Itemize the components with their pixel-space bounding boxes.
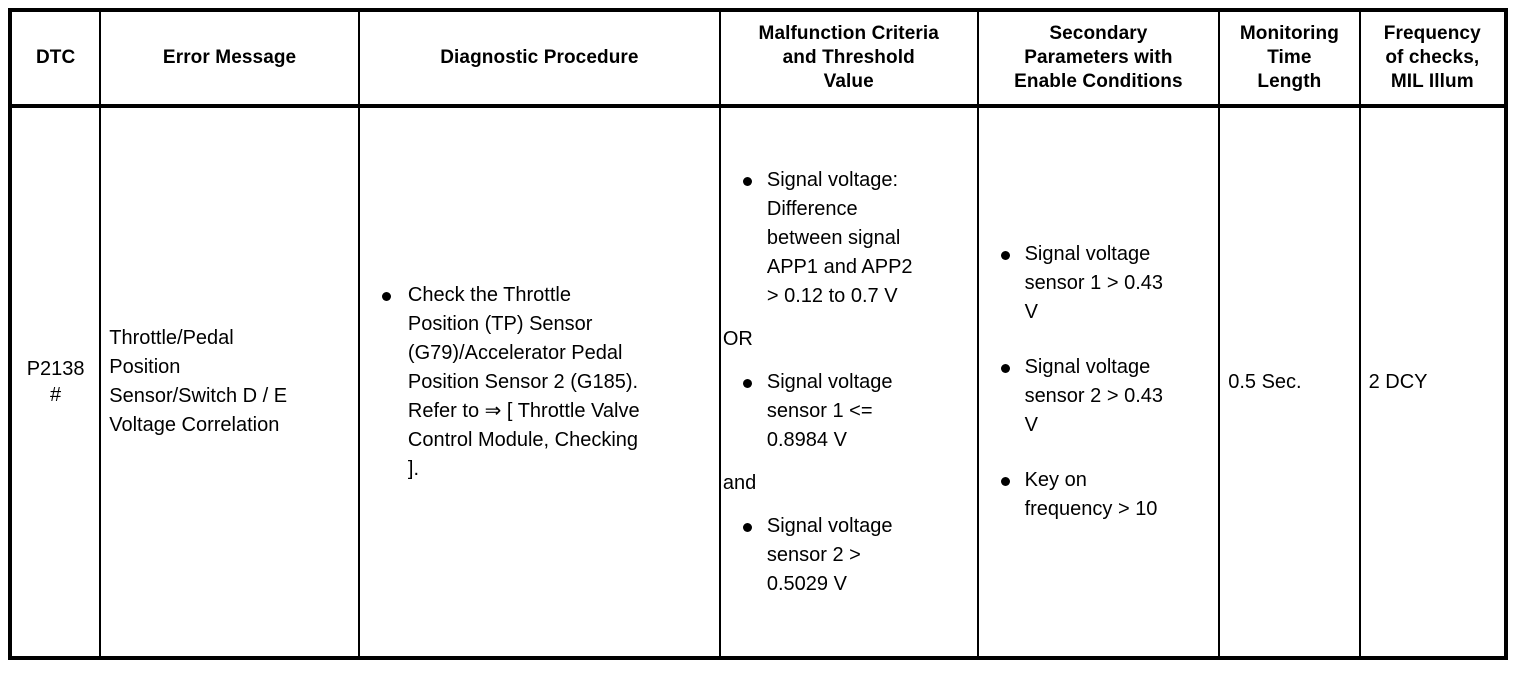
monitoring-time-value: 0.5 Sec. (1228, 370, 1302, 393)
criteria-line: Signal voltage (766, 370, 893, 393)
malfunction-bullet-list-1: Signal voltage: Difference between signa… (721, 166, 977, 311)
cell-malfunction-criteria: Signal voltage: Difference between signa… (718, 106, 979, 658)
header-label-frequency-line3: MIL Illum (1390, 70, 1474, 92)
header-label-secondary-parameters-line1: Secondary (1049, 23, 1148, 45)
error-message-line: Voltage Correlation (109, 414, 280, 436)
cell-dtc: P2138 # (10, 106, 102, 658)
header-label-malfunction-criteria-line3: Value (823, 70, 874, 92)
error-message-line: Position (109, 356, 181, 378)
error-message-line: Throttle/Pedal (109, 327, 234, 349)
table-header: DTC Error Message Diagnostic Procedure M… (10, 10, 1506, 108)
list-item: Signal voltage sensor 1 > 0.43 V (979, 240, 1219, 327)
header-label-error-message: Error Message (162, 47, 297, 69)
list-item: Signal voltage sensor 2 > 0.5029 V (721, 512, 977, 599)
criteria-line: between signal (766, 226, 901, 249)
header-label-malfunction-criteria-line1: Malfunction Criteria (758, 23, 939, 45)
header-label-monitoring-time-line2: Time (1267, 47, 1312, 69)
criteria-line: Signal voltage (766, 514, 893, 537)
column-header-malfunction-criteria: Malfunction Criteria and Threshold Value (718, 10, 979, 108)
parameter-line: frequency > 10 (1024, 498, 1158, 520)
header-label-monitoring-time-line3: Length (1257, 70, 1322, 92)
column-header-frequency-of-checks: Frequency of checks, MIL Illum (1358, 10, 1506, 108)
criteria-line: 0.5029 V (766, 572, 847, 595)
column-header-monitoring-time-length: Monitoring Time Length (1218, 10, 1361, 108)
diagnostic-procedure-bullet-list: Check the Throttle Position (TP) Sensor … (360, 281, 719, 484)
cell-secondary-parameters: Signal voltage sensor 1 > 0.43 V Signal … (976, 106, 1221, 658)
criteria-line: Difference (766, 197, 858, 220)
criteria-line: > 0.12 to 0.7 V (766, 284, 898, 307)
header-label-secondary-parameters-line2: Parameters with (1024, 47, 1173, 69)
table-row: P2138 # Throttle/Pedal Position Sensor/S… (10, 106, 1506, 658)
table-body: P2138 # Throttle/Pedal Position Sensor/S… (10, 106, 1506, 658)
dtc-mark: # (50, 384, 62, 406)
dtc-value-block: P2138 # (12, 356, 99, 408)
list-item: Check the Throttle Position (TP) Sensor … (360, 281, 719, 484)
secondary-parameters-bullet-list: Signal voltage sensor 1 > 0.43 V Signal … (979, 240, 1219, 524)
frequency-of-checks-value: 2 DCY (1368, 370, 1428, 393)
header-label-malfunction-criteria-line2: and Threshold (782, 47, 915, 69)
cell-monitoring-time-length: 0.5 Sec. (1218, 106, 1361, 658)
list-item: Signal voltage: Difference between signa… (721, 166, 977, 311)
header-label-dtc: DTC (35, 47, 76, 69)
dtc-code: P2138 (26, 358, 85, 380)
diagnostic-procedure-block: Check the Throttle Position (TP) Sensor … (360, 281, 719, 484)
procedure-line: Control Module, Checking (407, 428, 639, 451)
column-header-dtc: DTC (10, 10, 102, 108)
parameter-line: V (1024, 301, 1038, 323)
parameter-line: Signal voltage (1024, 356, 1151, 378)
parameter-line: sensor 2 > 0.43 (1024, 385, 1163, 407)
criteria-line: sensor 2 > (766, 543, 861, 566)
header-label-frequency-line2: of checks, (1385, 47, 1480, 69)
malfunction-criteria-block: Signal voltage: Difference between signa… (721, 166, 977, 599)
criteria-line: APP1 and APP2 (766, 255, 913, 278)
procedure-line: ]. (407, 457, 420, 480)
list-item: Signal voltage sensor 2 > 0.43 V (979, 353, 1219, 440)
error-message-line: Sensor/Switch D / E (109, 385, 288, 407)
cell-diagnostic-procedure: Check the Throttle Position (TP) Sensor … (357, 106, 721, 658)
criteria-connector-or: OR (722, 327, 753, 350)
criteria-line: sensor 1 <= (766, 399, 873, 422)
malfunction-bullet-list-2: Signal voltage sensor 1 <= 0.8984 V (721, 368, 977, 455)
parameter-line: sensor 1 > 0.43 (1024, 272, 1163, 294)
procedure-line: Refer to ⇒ [ Throttle Valve (407, 399, 640, 422)
header-label-secondary-parameters-line3: Enable Conditions (1014, 70, 1183, 92)
parameter-line: Signal voltage (1024, 243, 1151, 265)
list-item: Key on frequency > 10 (979, 466, 1219, 524)
criteria-line: Signal voltage: (766, 168, 899, 191)
list-item: Signal voltage sensor 1 <= 0.8984 V (721, 368, 977, 455)
secondary-parameters-block: Signal voltage sensor 1 > 0.43 V Signal … (979, 240, 1219, 524)
cell-frequency-of-checks: 2 DCY (1358, 106, 1506, 658)
column-header-secondary-parameters: Secondary Parameters with Enable Conditi… (976, 10, 1221, 108)
parameter-line: Key on (1024, 469, 1087, 491)
column-header-diagnostic-procedure: Diagnostic Procedure (357, 10, 721, 108)
header-row: DTC Error Message Diagnostic Procedure M… (10, 10, 1506, 108)
header-label-frequency-line1: Frequency (1383, 23, 1481, 45)
criteria-connector-and: and (722, 471, 757, 494)
column-header-error-message: Error Message (99, 10, 360, 108)
malfunction-bullet-list-3: Signal voltage sensor 2 > 0.5029 V (721, 512, 977, 599)
criteria-line: 0.8984 V (766, 428, 847, 451)
procedure-line: Position (TP) Sensor (407, 312, 593, 335)
cell-error-message: Throttle/Pedal Position Sensor/Switch D … (99, 106, 360, 658)
procedure-line: Position Sensor 2 (G185). (407, 370, 639, 393)
header-label-monitoring-time-line1: Monitoring (1239, 23, 1339, 45)
error-message-block: Throttle/Pedal Position Sensor/Switch D … (101, 324, 358, 440)
parameter-line: V (1024, 414, 1038, 436)
header-label-diagnostic-procedure: Diagnostic Procedure (440, 47, 639, 69)
procedure-line: Check the Throttle (407, 283, 571, 306)
procedure-line: (G79)/Accelerator Pedal (407, 341, 623, 364)
dtc-diagnostic-table: DTC Error Message Diagnostic Procedure M… (8, 8, 1508, 660)
